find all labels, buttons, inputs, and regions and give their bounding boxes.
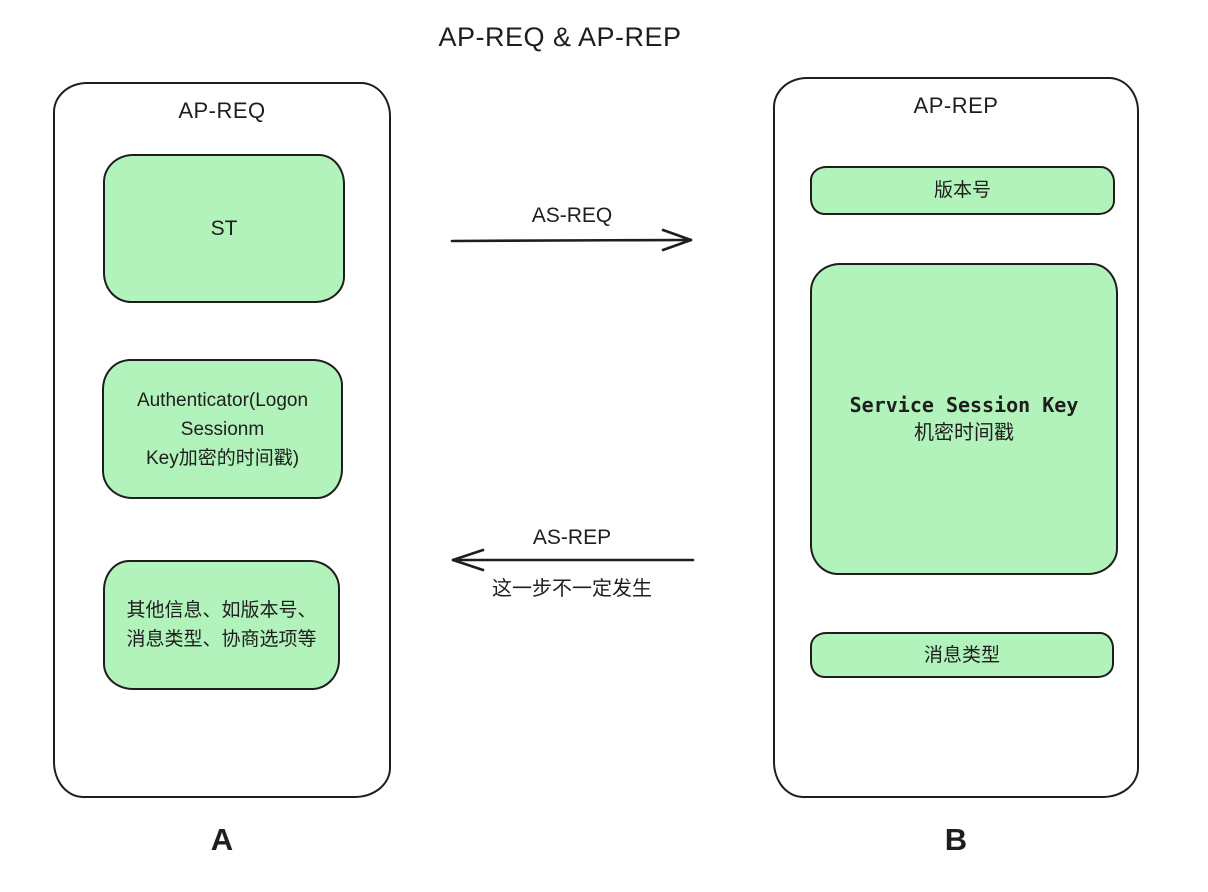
as-rep-arrow (451, 548, 695, 572)
service-session-key-box: Service Session Key 机密时间戳 (810, 263, 1118, 575)
as-rep-note: 这一步不一定发生 (492, 578, 652, 600)
as-req-label: AS-REQ (531, 204, 613, 227)
other-info-box: 其他信息、如版本号、 消息类型、协商选项等 (103, 560, 340, 690)
as-rep-label: AS-REP (532, 526, 612, 549)
version-number-box: 版本号 (810, 166, 1115, 215)
ap-rep-title: AP-REP (913, 93, 999, 118)
ap-req-title: AP-REQ (178, 98, 266, 123)
encrypted-timestamp-label: 机密时间戳 (914, 421, 1014, 444)
other-info-label: 其他信息、如版本号、 消息类型、协商选项等 (126, 600, 317, 650)
ap-req-container: AP-REQ ST Authenticator(Logon Sessionm K… (53, 82, 391, 798)
endpoint-a-label: A (210, 822, 234, 857)
message-type-box: 消息类型 (810, 632, 1114, 678)
service-ticket-box: ST (103, 154, 345, 303)
endpoint-b-label: B (944, 822, 968, 857)
service-ticket-label: ST (210, 217, 238, 240)
version-number-label: 版本号 (933, 180, 991, 201)
ap-rep-container: AP-REP 版本号 Service Session Key 机密时间戳 消息类… (773, 77, 1139, 798)
diagram-title: AP-REQ & AP-REP (438, 22, 682, 52)
message-type-text: 消息类型 (923, 644, 1000, 666)
service-session-key-label: Service Session Key (849, 392, 1079, 417)
as-req-arrow (450, 228, 693, 252)
authenticator-box: Authenticator(Logon Sessionm Key加密的时间戳) (102, 359, 343, 499)
authenticator-label: Authenticator(Logon Sessionm Key加密的时间戳) (136, 389, 309, 469)
